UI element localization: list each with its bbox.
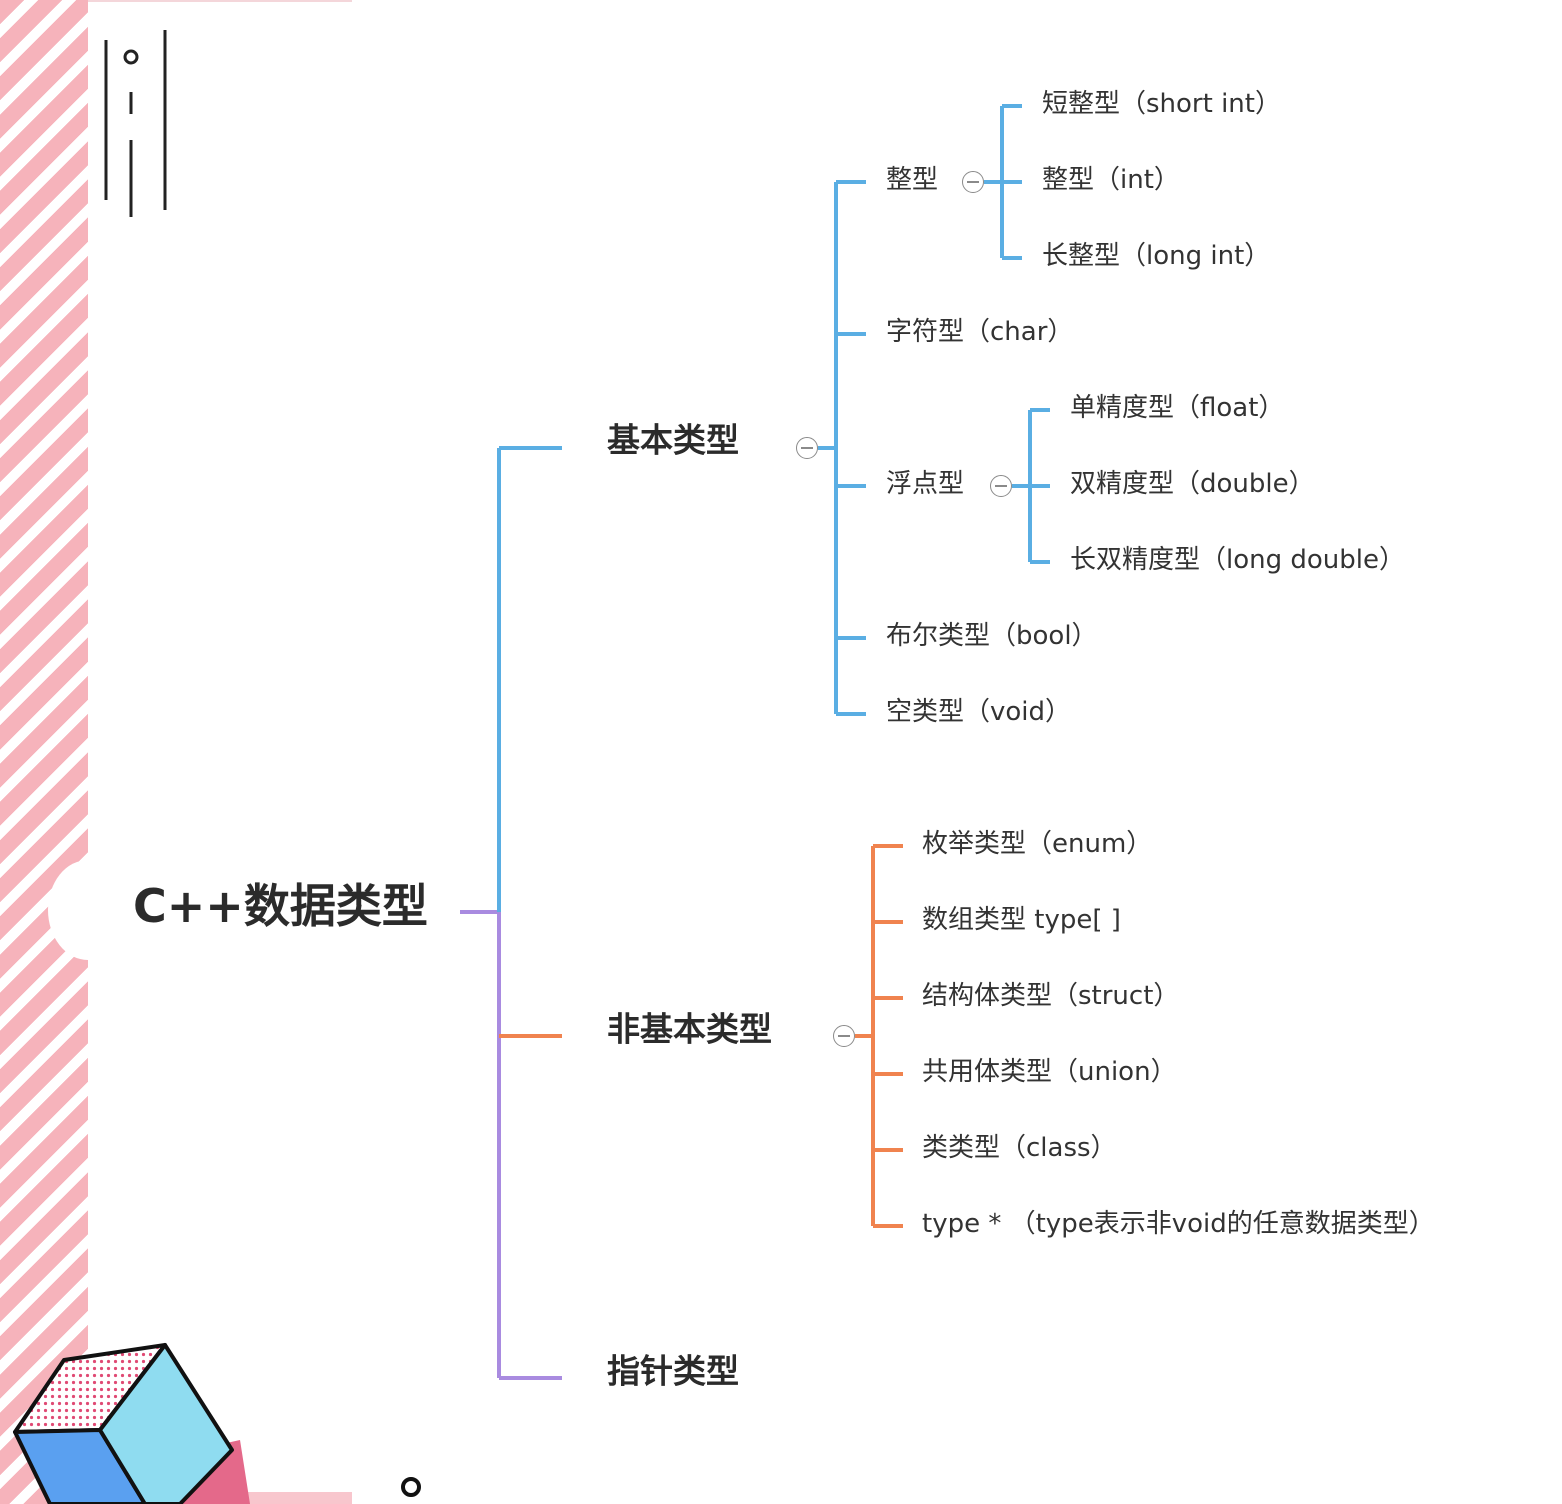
node-short-int[interactable]: 短整型（short int） (1042, 89, 1281, 119)
node-array[interactable]: 数组类型 type[ ] (922, 905, 1121, 935)
collapse-floating-icon[interactable] (990, 475, 1012, 497)
node-integer[interactable]: 整型 (886, 165, 939, 195)
cube-icon (13, 1343, 250, 1504)
node-union[interactable]: 共用体类型（union） (922, 1057, 1177, 1087)
node-floating[interactable]: 浮点型 (886, 469, 965, 499)
root-node[interactable]: C++数据类型 (133, 879, 428, 933)
node-pointer-type[interactable]: type * （type表示非void的任意数据类型） (922, 1209, 1435, 1239)
branch-basic-types[interactable]: 基本类型 (607, 420, 739, 460)
branch-non-basic-types[interactable]: 非基本类型 (607, 1009, 772, 1049)
node-double[interactable]: 双精度型（double） (1070, 469, 1315, 499)
line-ornament-icon (104, 30, 167, 217)
node-enum[interactable]: 枚举类型（enum） (922, 829, 1153, 859)
small-ring-icon (401, 1477, 421, 1497)
node-bool[interactable]: 布尔类型（bool） (886, 621, 1098, 651)
stripe-notch (48, 860, 88, 960)
node-struct[interactable]: 结构体类型（struct） (922, 981, 1180, 1011)
node-int[interactable]: 整型（int） (1042, 165, 1180, 195)
node-float[interactable]: 单精度型（float） (1070, 393, 1285, 423)
branch-pointer-types[interactable]: 指针类型 (607, 1351, 739, 1391)
node-long-double[interactable]: 长双精度型（long double） (1070, 545, 1405, 575)
collapse-integer-icon[interactable] (962, 171, 984, 193)
node-class[interactable]: 类类型（class） (922, 1133, 1117, 1163)
striped-border (0, 0, 88, 1504)
collapse-basic-icon[interactable] (796, 437, 818, 459)
node-char[interactable]: 字符型（char） (886, 317, 1074, 347)
node-void[interactable]: 空类型（void） (886, 697, 1072, 727)
top-accent-strip (88, 0, 352, 2)
collapse-non-basic-icon[interactable] (833, 1025, 855, 1047)
node-long-int[interactable]: 长整型（long int） (1042, 241, 1271, 271)
